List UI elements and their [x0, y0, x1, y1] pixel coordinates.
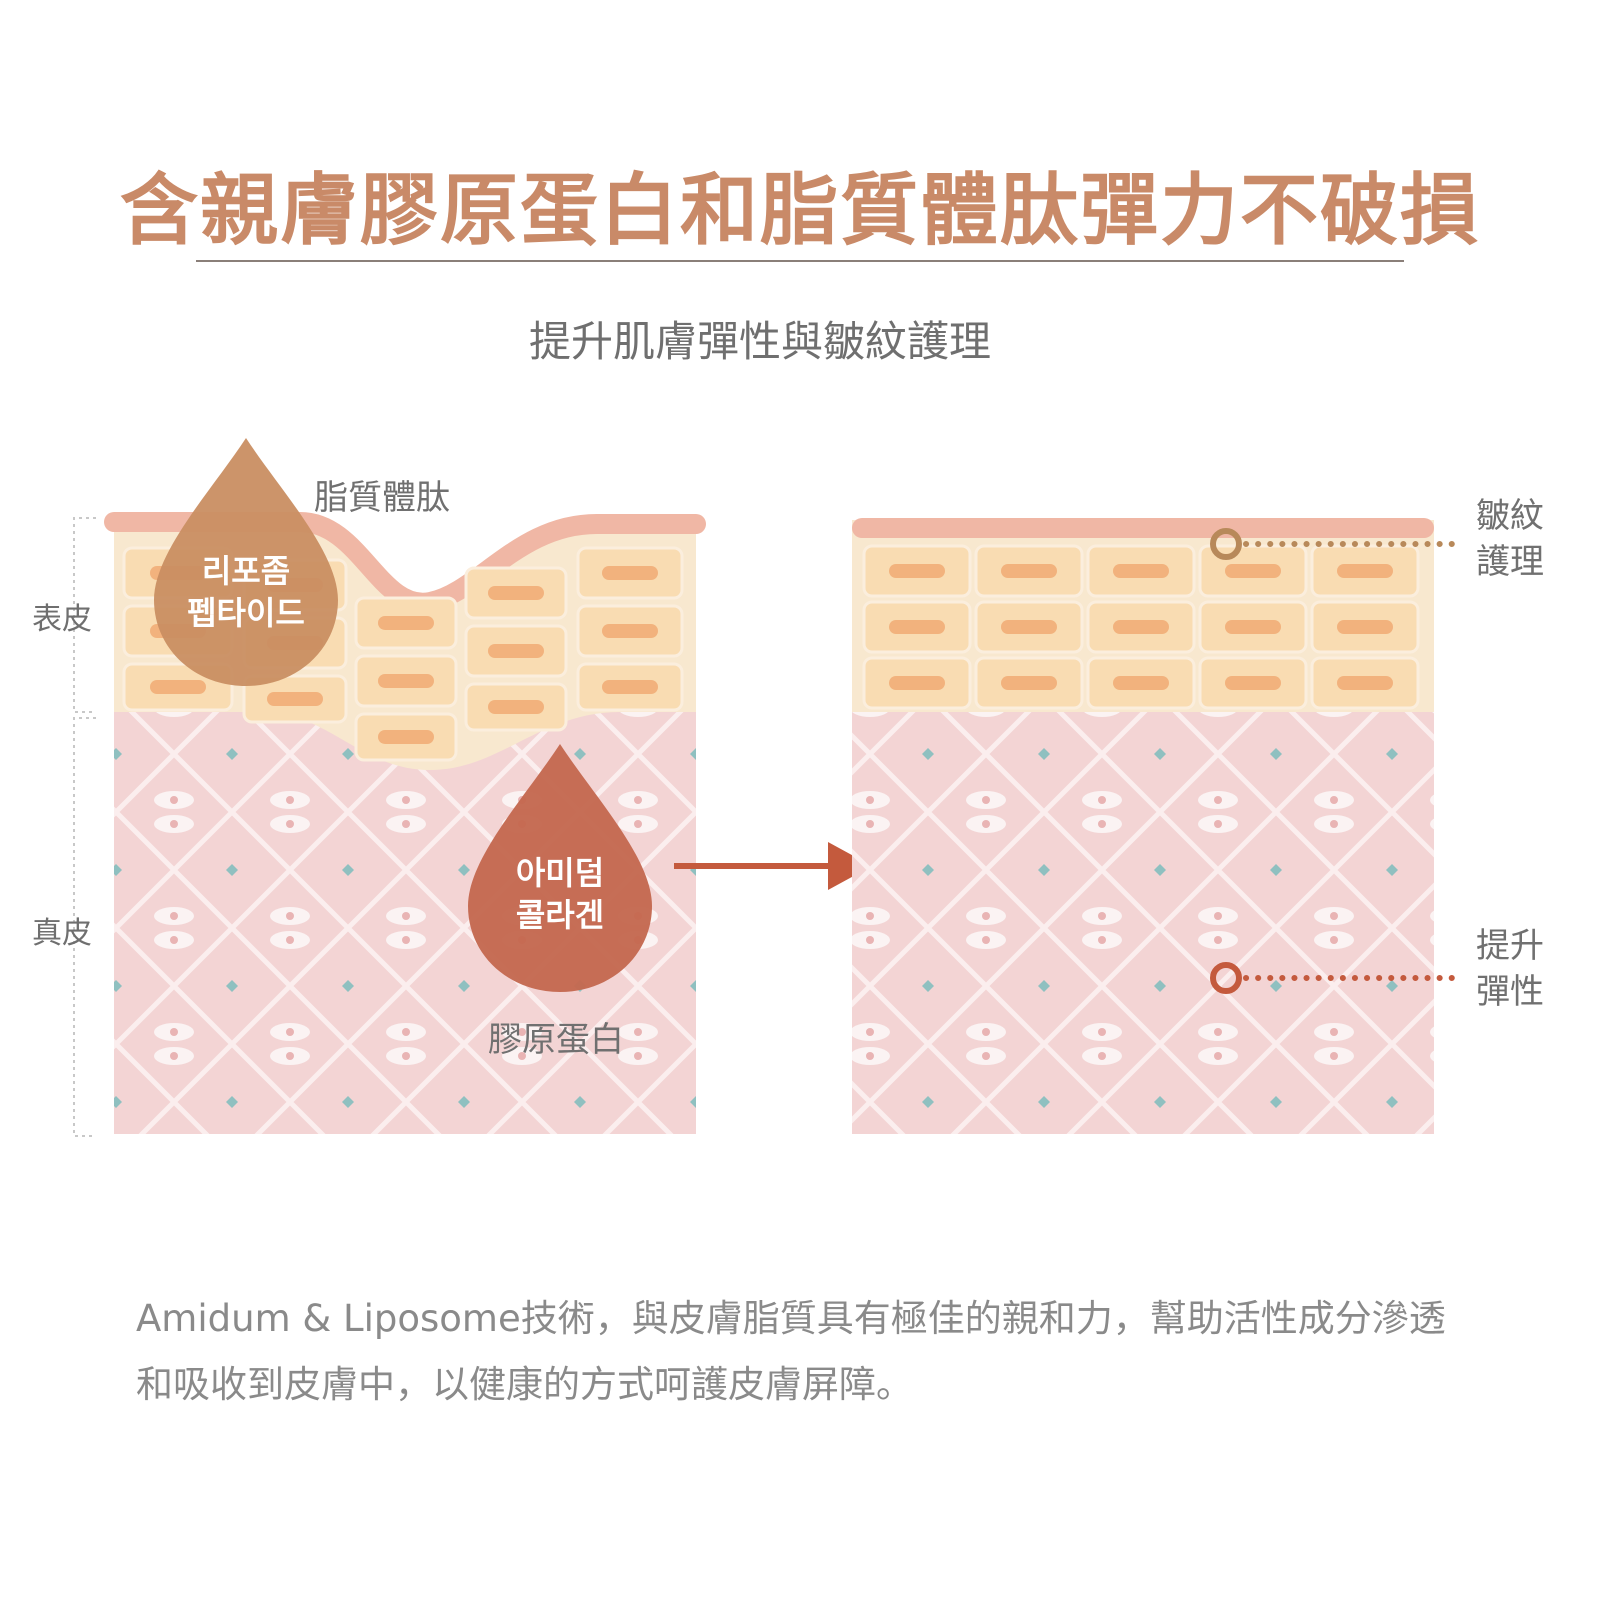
- wrinkle-care-label: 皺紋 護理: [1476, 494, 1544, 586]
- collagen-drop: [468, 744, 652, 992]
- collagen-drop-line2: 콜라겐: [516, 896, 604, 934]
- after-skin-panel: [852, 518, 1434, 1134]
- liposome-caption: 脂質體肽: [314, 478, 450, 518]
- page-title: 含親膚膠原蛋白和脂質體肽彈力不破損: [119, 166, 1480, 256]
- liposome-drop-line2: 펩타이드: [187, 594, 305, 632]
- collagen-caption: 膠原蛋白: [488, 1020, 624, 1060]
- after-dermis: [852, 704, 1434, 1134]
- collagen-drop-line1: 아미덤: [516, 854, 604, 892]
- wrinkle-care-line1: 皺紋: [1476, 496, 1544, 536]
- epidermis-label: 表皮: [32, 602, 92, 637]
- firming-label: 提升 彈性: [1476, 924, 1544, 1016]
- wrinkle-care-callout: [1210, 528, 1459, 560]
- title-divider: [196, 260, 1404, 262]
- dermis-label: 真皮: [32, 916, 92, 951]
- description-text: Amidum & Liposome技術，與皮膚脂質具有極佳的親和力，幫助活性成分…: [136, 1297, 1446, 1406]
- firming-callout: [1210, 962, 1459, 994]
- subtitle: 提升肌膚彈性與皺紋護理: [528, 317, 991, 366]
- layer-bracket: [73, 517, 96, 1137]
- firming-line1: 提升: [1476, 926, 1544, 966]
- liposome-drop: [154, 438, 338, 686]
- wrinkle-care-line2: 護理: [1476, 541, 1544, 582]
- liposome-drop-line1: 리포좀: [202, 552, 290, 590]
- transition-arrow: [674, 842, 872, 890]
- firming-line2: 彈性: [1476, 971, 1544, 1012]
- after-cell-cores: [889, 564, 1393, 690]
